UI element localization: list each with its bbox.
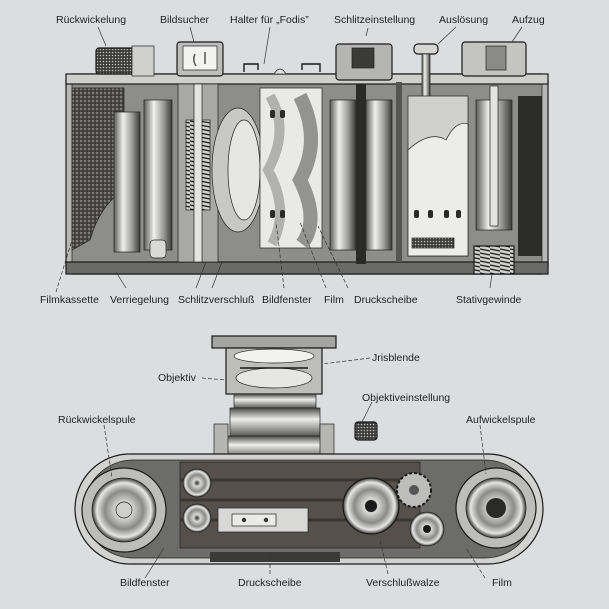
top-section-view [74, 335, 544, 565]
label-objektiv: Objektiv [158, 372, 197, 384]
label-druckscheibe: Druckscheibe [354, 294, 418, 306]
guide-roller-upper [182, 468, 212, 498]
top-plate [65, 73, 549, 85]
label-verschlusswalze: Verschlußwalze [366, 577, 440, 589]
rewind-knob [95, 47, 137, 75]
lens-hood [211, 335, 337, 349]
label-halter-fodis: Halter für „Fodis” [230, 14, 309, 26]
label-druckscheibe-top: Druckscheibe [238, 577, 302, 589]
label-bildfenster: Bildfenster [262, 294, 312, 306]
label-film: Film [324, 294, 344, 306]
label-rueckwickelung: Rückwickelung [56, 14, 126, 26]
top-labels: Objektiv Jrisblende Objektiveinstellung … [58, 352, 536, 589]
lens-front-element [233, 348, 315, 364]
top-leader-lines [103, 357, 487, 579]
front-leader-lines [55, 26, 523, 293]
label-film-top: Film [492, 577, 512, 589]
guide-roller-lower [182, 503, 212, 533]
label-rueckwickelspule: Rückwickelspule [58, 414, 136, 426]
bottom-plate [65, 261, 549, 275]
label-aufzug: Aufzug [512, 14, 545, 26]
lens-rear-element [235, 367, 313, 389]
label-schlitzverschluss: Schlitzverschluß [178, 294, 254, 306]
tripod-thread [473, 245, 515, 275]
label-schlitzeinstellung: Schlitzeinstellung [334, 14, 415, 26]
focusing-knob [354, 421, 378, 441]
label-stativgewinde: Stativgewinde [456, 294, 522, 306]
cassette-spool [113, 111, 141, 253]
label-bildsucher: Bildsucher [160, 14, 210, 26]
shutter-release-button [413, 43, 439, 55]
label-objektiveinstellung: Objektiveinstellung [362, 392, 450, 404]
front-section-view [65, 41, 549, 275]
label-verriegelung: Verriegelung [110, 294, 169, 306]
label-jrisblende: Jrisblende [372, 352, 420, 364]
label-filmkassette: Filmkassette [40, 294, 99, 306]
front-labels: Rückwickelung Bildsucher Halter für „Fod… [40, 14, 545, 306]
label-ausloesung: Auslösung [439, 14, 488, 26]
label-bildfenster-top: Bildfenster [120, 577, 170, 589]
focusing-mount [229, 407, 321, 437]
fodis-holder [243, 63, 321, 72]
label-aufwickelspule: Aufwickelspule [466, 414, 536, 426]
